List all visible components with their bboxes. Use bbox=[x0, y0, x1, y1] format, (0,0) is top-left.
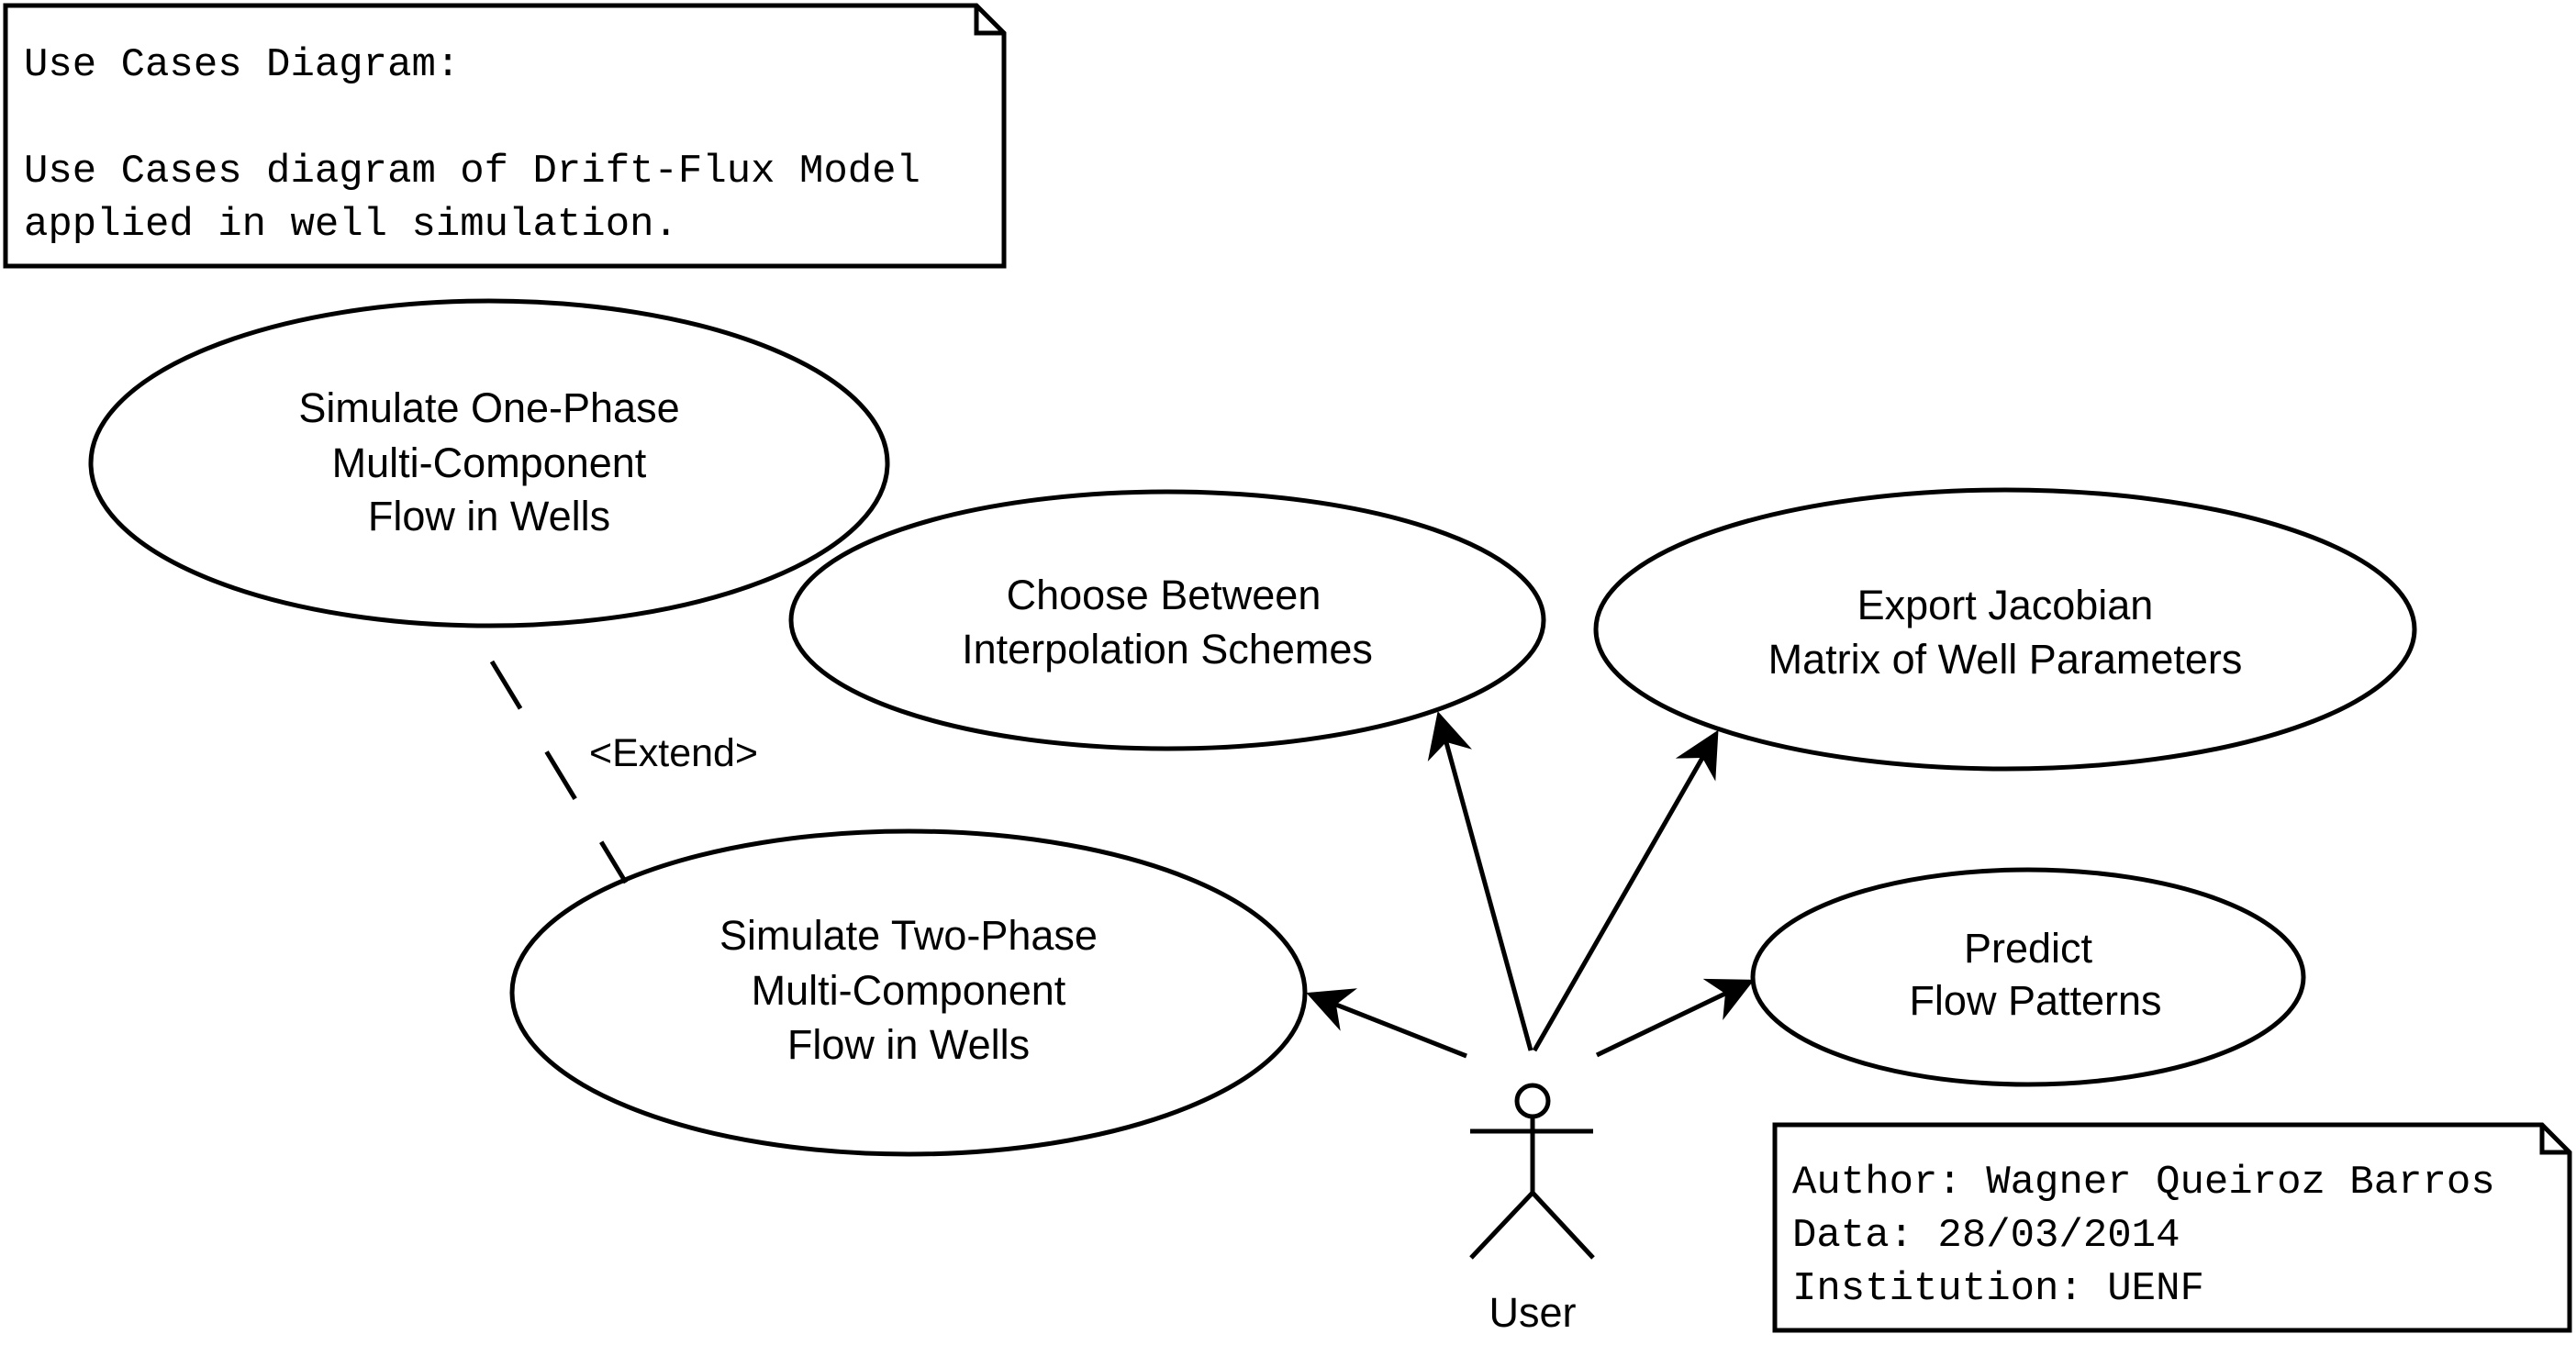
use-case-one-phase-line1: Simulate One-Phase bbox=[298, 384, 679, 431]
association-jacobian[interactable] bbox=[1532, 729, 1719, 1052]
title-note-line2: applied in well simulation. bbox=[24, 202, 678, 248]
actor-left-leg bbox=[1469, 1191, 1534, 1260]
use-case-interpolation[interactable]: Choose Between Interpolation Schemes bbox=[788, 489, 1546, 751]
use-case-two-phase-line2: Multi-Component bbox=[752, 967, 1066, 1014]
actor-user[interactable]: User bbox=[1469, 1083, 1595, 1336]
use-case-one-phase[interactable]: Simulate One-Phase Multi-Component Flow … bbox=[88, 298, 890, 628]
actor-right-leg bbox=[1531, 1191, 1595, 1260]
use-case-two-phase-line1: Simulate Two-Phase bbox=[719, 912, 1098, 959]
association-interpolation[interactable] bbox=[1427, 711, 1533, 1051]
title-note-heading: Use Cases Diagram: bbox=[24, 42, 460, 88]
use-case-two-phase-line3: Flow in Wells bbox=[787, 1021, 1030, 1068]
use-case-flow-patterns-line1: Predict bbox=[1964, 925, 2093, 972]
title-note: Use Cases Diagram: Use Cases diagram of … bbox=[3, 3, 1007, 269]
use-case-jacobian-line1: Export Jacobian bbox=[1857, 582, 2154, 628]
info-note-author: Author: Wagner Queiroz Barros bbox=[1792, 1160, 2495, 1206]
use-case-jacobian[interactable]: Export Jacobian Matrix of Well Parameter… bbox=[1593, 487, 2417, 772]
extend-relationship[interactable]: <Extend> bbox=[489, 660, 758, 884]
actor-head bbox=[1514, 1083, 1551, 1119]
extend-label: <Extend> bbox=[589, 731, 758, 775]
title-note-line1: Use Cases diagram of Drift-Flux Model bbox=[24, 149, 920, 195]
use-case-one-phase-line2: Multi-Component bbox=[332, 439, 647, 486]
info-note: Author: Wagner Queiroz Barros Data: 28/0… bbox=[1772, 1122, 2572, 1333]
info-note-date: Data: 28/03/2014 bbox=[1792, 1213, 2180, 1259]
use-case-jacobian-line2: Matrix of Well Parameters bbox=[1768, 636, 2243, 683]
actor-label: User bbox=[1489, 1289, 1576, 1336]
association-flow-patterns[interactable] bbox=[1595, 978, 1755, 1058]
use-case-one-phase-line3: Flow in Wells bbox=[368, 493, 610, 539]
info-note-institution: Institution: UENF bbox=[1792, 1266, 2204, 1312]
use-case-two-phase[interactable]: Simulate Two-Phase Multi-Component Flow … bbox=[509, 828, 1308, 1157]
use-case-interpolation-line1: Choose Between bbox=[1007, 572, 1321, 618]
use-case-flow-patterns[interactable]: Predict Flow Patterns bbox=[1750, 867, 2306, 1087]
use-case-interpolation-line2: Interpolation Schemes bbox=[962, 626, 1373, 672]
association-two-phase[interactable] bbox=[1306, 988, 1467, 1059]
use-case-flow-patterns-line2: Flow Patterns bbox=[1909, 977, 2161, 1024]
